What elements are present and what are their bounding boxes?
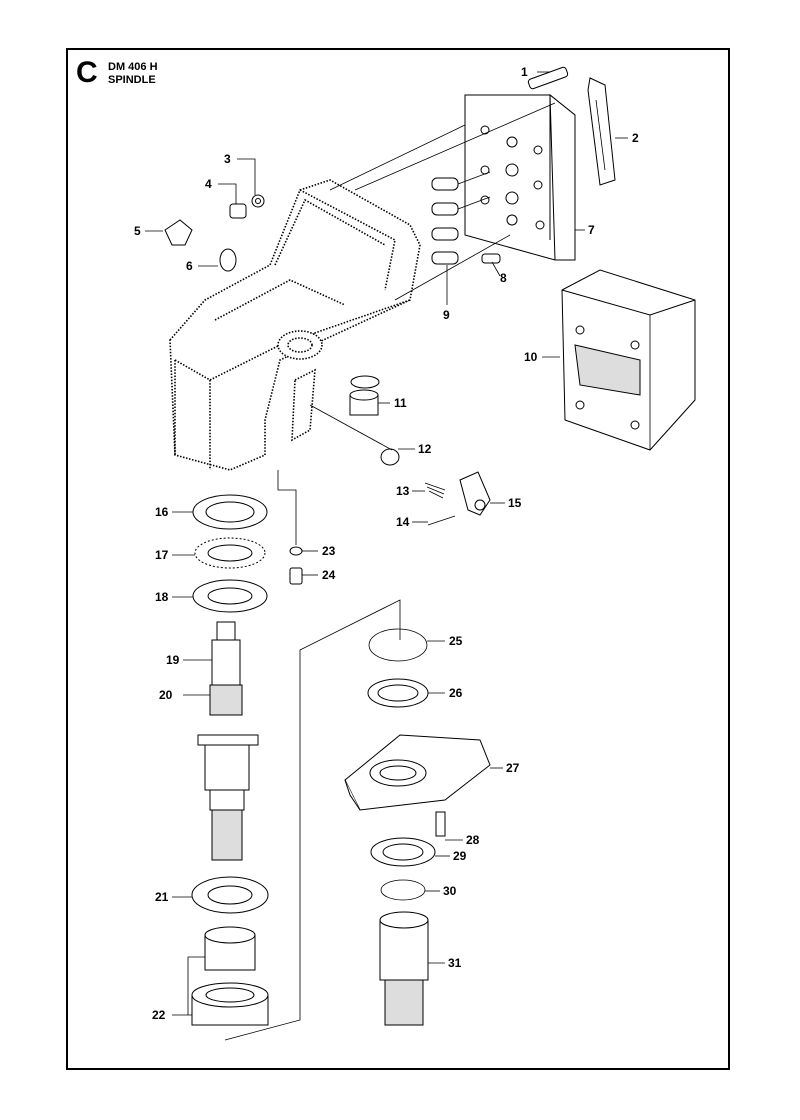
front-bearing-stack [367,628,429,708]
callout-20: 20 [159,688,173,702]
mounting-plate [464,93,576,261]
o-ring [380,448,400,466]
callout-1: 1 [521,65,528,79]
sleeve [349,375,380,416]
ring-21 [191,876,269,914]
callout-21: 21 [155,890,169,904]
callout-9: 9 [443,308,450,322]
screw [527,66,569,90]
callout-17: 17 [155,548,169,562]
callout-26: 26 [449,686,463,700]
callout-10: 10 [524,350,538,364]
callout-12: 12 [418,442,432,456]
bearing-stack [192,494,268,613]
callout-7: 7 [588,223,595,237]
callout-18: 18 [155,590,169,604]
callout-4: 4 [205,177,212,191]
bolt-set [431,171,501,265]
callout-2: 2 [632,131,639,145]
callout-16: 16 [155,505,169,519]
spindle-shaft [197,621,259,861]
callout-19: 19 [166,653,180,667]
lower-rings [370,837,436,901]
callout-23: 23 [322,544,336,558]
callout-22: 22 [152,1008,166,1022]
adapter-block [561,269,696,451]
model-name: DM 406 H [108,61,158,73]
washer [289,546,303,556]
callout-28: 28 [466,833,480,847]
guide-bar [587,77,616,186]
callout-31: 31 [448,956,462,970]
needle-bearing [191,926,269,1026]
screw-small [289,567,303,585]
gear-housing [169,179,421,471]
small-parts-top [164,194,265,272]
callout-14: 14 [396,515,410,529]
section-letter: C [76,56,98,89]
callout-5: 5 [134,224,141,238]
callout-6: 6 [186,259,193,273]
callout-25: 25 [449,634,463,648]
drawing-frame [66,48,730,1070]
callout-11: 11 [394,396,407,410]
callout-29: 29 [453,849,467,863]
leader-lines [145,71,628,1041]
tool-holder [379,911,429,1026]
callout-3: 3 [224,152,231,166]
assembly-title: SPINDLE [108,74,156,86]
callout-labels: 1 2 3 4 5 6 7 8 9 10 11 12 13 14 15 16 1… [134,65,639,1022]
callout-24: 24 [322,568,336,582]
flange-plate [344,734,491,837]
callout-8: 8 [500,271,507,285]
callout-30: 30 [443,884,457,898]
lever-assembly [424,471,491,526]
callout-13: 13 [396,484,410,498]
callout-27: 27 [506,761,520,775]
callout-15: 15 [508,496,522,510]
